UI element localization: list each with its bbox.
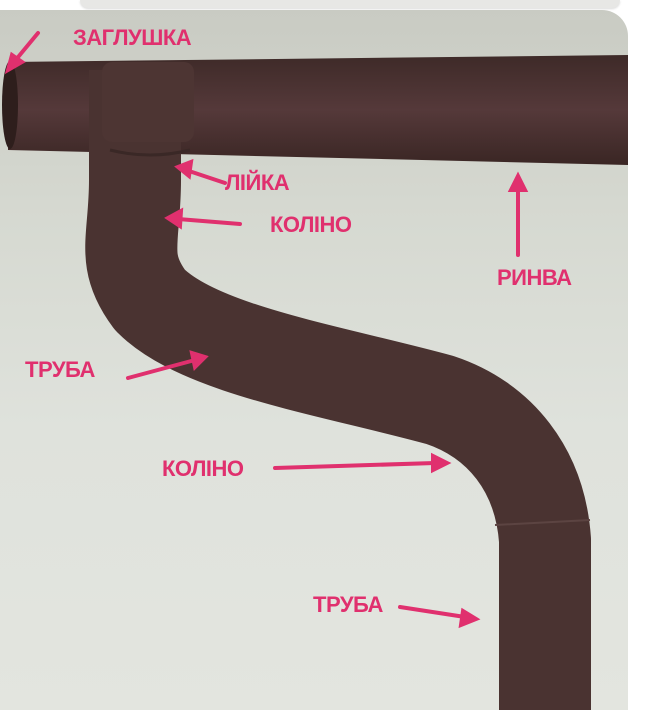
label-funnel: ЛІЙКА [225,170,290,195]
pipe-illustration [2,55,628,710]
label-pipe-lower: ТРУБА [313,592,383,617]
label-end-cap: ЗАГЛУШКА [73,25,192,50]
arrows-layer [4,31,529,629]
downpipe-shape [85,70,591,710]
gutter-photo: ЗАГЛУШКА ЛІЙКА КОЛІНО РИНВА ТРУБА КОЛІНО… [0,10,628,710]
label-pipe-upper: ТРУБА [25,357,95,382]
top-bar [80,0,620,8]
label-gutter: РИНВА [497,265,572,290]
label-elbow-top: КОЛІНО [270,212,352,237]
label-elbow-bottom: КОЛІНО [162,456,244,481]
